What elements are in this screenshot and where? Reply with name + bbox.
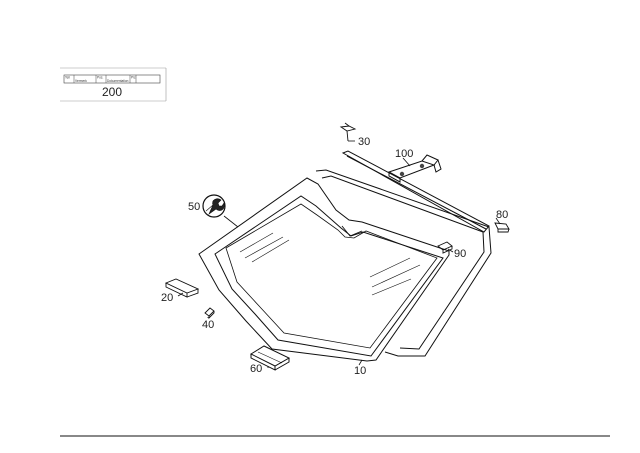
- windshield-seal-frame: [315, 169, 492, 357]
- callout-100: 100: [395, 148, 413, 160]
- part-20-pad: [164, 278, 200, 298]
- part-60-block: [249, 345, 291, 371]
- windshield-glass: [198, 177, 450, 362]
- callout-90: 90: [454, 248, 466, 260]
- reference-fields-frame: [63, 74, 161, 84]
- callout-30: 30: [358, 136, 370, 148]
- reference-number: 200: [102, 85, 122, 99]
- ref-field-pos: Pos.: [97, 76, 103, 80]
- part-80-pin: [494, 222, 510, 233]
- part-100-bracket: [387, 154, 442, 183]
- part-90-sensor: [437, 241, 453, 254]
- ref-field-pic: Pic: [131, 76, 136, 80]
- part-40-clip: [204, 307, 215, 320]
- leader-lines: [177, 140, 501, 368]
- wrench-icon: [202, 194, 226, 218]
- reference-box: Teil Vermerk Pos. Dokumentation Pic 200: [60, 67, 167, 102]
- part-30-clip: [339, 122, 357, 142]
- callout-10: 10: [354, 365, 366, 377]
- callout-20: 20: [161, 292, 173, 304]
- ref-field-dokumentation: Dokumentation: [107, 79, 129, 83]
- ref-field-vermerk: Vermerk: [75, 79, 87, 83]
- callout-80: 80: [496, 209, 508, 221]
- callout-60: 60: [250, 363, 262, 375]
- ref-field-teil: Teil: [65, 76, 70, 80]
- callout-40: 40: [202, 319, 214, 331]
- glass-reflection-lines: [239, 232, 421, 296]
- part-30-moulding: [341, 150, 490, 233]
- callout-50: 50: [188, 201, 200, 213]
